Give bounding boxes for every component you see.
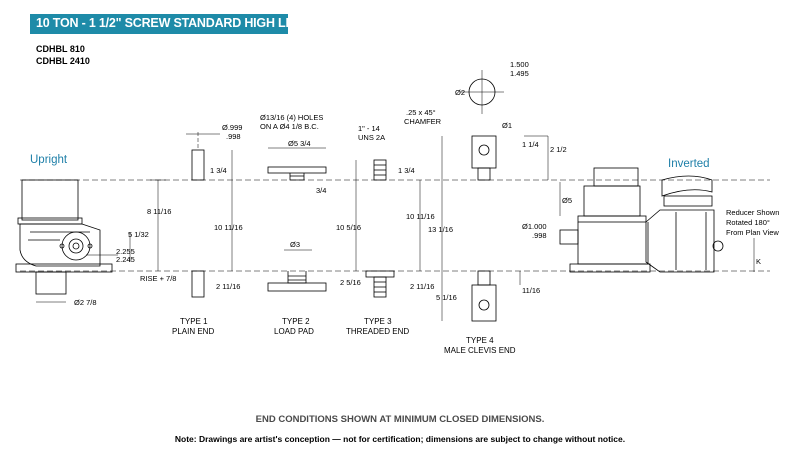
inverted-jack-drawing: [559, 167, 755, 273]
upright-jack-drawing: [15, 179, 113, 295]
type4-male-clevis-drawing: [419, 70, 549, 322]
dim-inv-1000: Ø1.000: [522, 222, 547, 231]
dim-t2-3: Ø3: [290, 240, 300, 249]
dim-999: Ø.999: [222, 123, 242, 132]
dim-rise: RISE + 7/8: [140, 274, 176, 283]
dim-t4-d2: Ø2: [455, 88, 465, 97]
upright-label: Upright: [30, 154, 68, 166]
dim-t4-10-11-16: 10 11/16: [406, 212, 435, 221]
footer-note-end-conditions: END CONDITIONS SHOWN AT MINIMUM CLOSED D…: [255, 414, 545, 425]
dim-t4-13-1-16: 13 1/16: [428, 225, 453, 234]
dim-t3-thread-1: 1" - 14: [358, 124, 380, 133]
dim-t4-2-11-16: 2 11/16: [410, 282, 434, 291]
dim-inv-d5: Ø5: [562, 196, 572, 205]
dim-t4-5-1-16: 5 1/16: [436, 293, 457, 302]
dim-2255: 2.255: [116, 247, 135, 256]
dim-2-7-8: Ø2 7/8: [74, 298, 97, 307]
dim-8-11-16: 8 11/16: [147, 207, 171, 216]
dim-t4-11-16: 11/16: [522, 286, 540, 295]
dim-t1-10-11-16: 10 11/16: [214, 223, 243, 232]
type3-label-line2: THREADED END: [346, 327, 409, 336]
inverted-label: Inverted: [668, 158, 710, 170]
dim-t3-10-5-16: 10 5/16: [336, 223, 361, 232]
dim-holes-1: Ø13/16 (4) HOLES: [260, 113, 323, 122]
reducer-note-2: Rotated 180°: [726, 218, 770, 227]
dim-chamfer-1: .25 x 45°: [406, 108, 436, 117]
title-bar: 10 TON - 1 1/2" SCREW STANDARD HIGH LEAD: [30, 14, 311, 34]
type1-label-line1: TYPE 1: [180, 317, 208, 326]
dim-inv-k: K: [756, 257, 761, 266]
dim-5-1-32: 5 1/32: [128, 230, 149, 239]
type2-load-pad-drawing: [267, 147, 327, 292]
dim-t3-2-5-16: 2 5/16: [340, 278, 361, 287]
type3-label-line1: TYPE 3: [364, 317, 392, 326]
type1-plain-end-drawing: [186, 132, 233, 298]
dim-t4-1-1-4: 1 1/4: [522, 140, 539, 149]
type2-label-line2: LOAD PAD: [274, 327, 314, 336]
model-number-2: CDHBL 2410: [36, 56, 90, 66]
dim-t1-1-3-4: 1 3/4: [210, 166, 227, 175]
dim-t2-5-3-4: Ø5 3/4: [288, 139, 311, 148]
dim-t1-2-11-16: 2 11/16: [216, 282, 240, 291]
dim-t4-d1: Ø1: [502, 121, 512, 130]
dim-holes-2: ON A Ø4 1/8 B.C.: [260, 122, 319, 131]
dim-chamfer-2: CHAMFER: [404, 117, 442, 126]
model-number-1: CDHBL 810: [36, 44, 85, 54]
dim-t4-1500: 1.500: [510, 60, 529, 69]
dim-t2-3-4: 3/4: [316, 186, 326, 195]
dim-998: .998: [226, 132, 241, 141]
type3-threaded-end-drawing: [355, 159, 395, 298]
footer-note-disclaimer: Note: Drawings are artist's conception —…: [174, 434, 626, 444]
dim-t3-1-3-4: 1 3/4: [398, 166, 415, 175]
type1-label-line2: PLAIN END: [172, 327, 214, 336]
dim-2245: 2.245: [116, 255, 135, 264]
type4-label-line1: TYPE 4: [466, 336, 494, 345]
reducer-note-3: From Plan View: [726, 228, 779, 237]
reducer-note-1: Reducer Shown: [726, 208, 779, 217]
dim-inv-998: .998: [532, 231, 547, 240]
page-title: 10 TON - 1 1/2" SCREW STANDARD HIGH LEAD: [36, 16, 312, 30]
dim-t3-thread-2: UNS 2A: [358, 133, 385, 142]
dim-t4-2-1-2: 2 1/2: [550, 145, 567, 154]
type2-label-line1: TYPE 2: [282, 317, 310, 326]
type4-label-line2: MALE CLEVIS END: [444, 346, 516, 355]
dim-t4-1495: 1.495: [510, 69, 529, 78]
